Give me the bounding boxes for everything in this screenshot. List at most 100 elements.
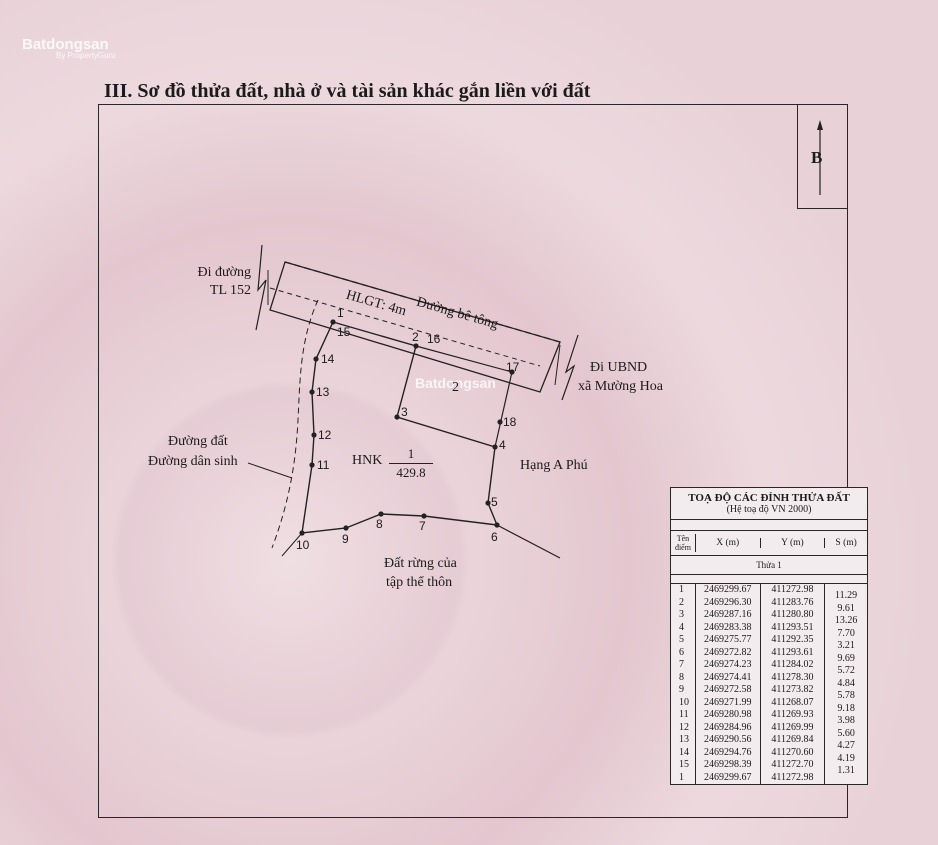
table-cell-x: 2469296.30 [703, 596, 752, 608]
table-cell-distance: 3.21 [837, 640, 855, 651]
table-cell-y: 411268.07 [771, 696, 814, 708]
table-cell-y: 411273.82 [771, 684, 814, 695]
vertex-17 [509, 369, 515, 375]
table-cell-distance: 5.60 [837, 727, 855, 739]
table-cell-x: 2469274.41 [703, 671, 752, 683]
point-label: 2 [412, 330, 419, 344]
point-label: 13 [316, 385, 330, 399]
vertex-1 [330, 319, 336, 325]
table-cell-y: 411284.02 [771, 659, 814, 670]
north-arrow-head-icon [817, 120, 823, 130]
watermark-brand: Batdongsan [22, 36, 109, 53]
table-cell-x: 2469287.16 [703, 609, 752, 620]
vertex-18 [497, 419, 503, 425]
table-cell-y: 411269.84 [771, 734, 814, 745]
table-cell-distance: 3.98 [837, 715, 855, 726]
vertex-12 [311, 432, 317, 438]
coordinates-table: TOẠ ĐỘ CÁC ĐỈNH THỬA ĐẤT (Hệ toạ độ VN 2… [670, 487, 868, 785]
label-parcel-type: HNK [352, 453, 383, 468]
table-cell-x: 2469272.58 [703, 684, 752, 695]
table-cell-x: 2469299.67 [703, 771, 752, 783]
point-label: 1 [337, 306, 344, 320]
table-cell-x: 2469284.96 [703, 721, 752, 733]
label-local-road: Đường dân sinh [148, 454, 238, 469]
vertex-9 [343, 525, 349, 531]
table-cell-id: 6 [679, 646, 684, 658]
table-cell-id: 12 [679, 721, 689, 733]
road-break-left [255, 244, 267, 331]
point-label: 15 [337, 325, 351, 339]
label-inner-number: 2 [452, 380, 459, 395]
vertex-6 [494, 522, 500, 528]
vertex-2 [413, 343, 419, 349]
vertex-10 [299, 530, 305, 536]
vertex-8 [378, 511, 384, 517]
table-cell-distance: 9.18 [837, 702, 855, 714]
label-neighbor: Hạng A Phú [520, 458, 588, 473]
table-cell-id: 1 [679, 584, 684, 595]
table-cell-x: 2469283.38 [703, 621, 752, 633]
diagram-frame [98, 104, 848, 818]
vertex-14 [313, 356, 319, 362]
table-cell-id: 2 [679, 596, 684, 608]
table-cell-id: 1 [679, 771, 684, 783]
table-cell-y: 411280.80 [771, 609, 814, 620]
table-cell-distance: 4.84 [837, 677, 855, 689]
table-cell-distance: 13.26 [834, 615, 858, 626]
table-cell-y: 411269.93 [771, 709, 814, 720]
label-to-tl152-1: Đi đường [197, 265, 252, 280]
label-to-ubnd-1: Đi UBND [590, 360, 648, 375]
table-cell-distance: 4.27 [837, 740, 855, 751]
table-cell-distance: 5.72 [837, 665, 855, 676]
table-cell-x: 2469272.82 [703, 646, 752, 658]
watermark-logo: Batdongsan By PropertyGuru [22, 36, 116, 60]
point-label: 16 [427, 332, 441, 346]
boundary-2-17 [415, 345, 513, 373]
table-cell-y: 411272.98 [771, 584, 814, 595]
header-point: Tên điểm [671, 534, 696, 552]
table-cell-distance: 7.70 [837, 627, 855, 639]
point-label: 11 [317, 458, 330, 472]
label-forest-2: tập thể thôn [386, 575, 453, 590]
boundary-extension-10 [281, 532, 303, 557]
table-parcel-label: Thửa 1 [671, 556, 867, 575]
table-cell-id: 5 [679, 634, 684, 645]
table-subtitle: (Hệ toạ độ VN 2000) [671, 504, 867, 520]
label-to-tl152-2: TL 152 [209, 283, 251, 298]
boundary-17-4 [494, 371, 513, 448]
vertex-13 [309, 389, 315, 395]
parcel-number: 1 [389, 446, 433, 464]
table-cell-id: 7 [679, 659, 684, 670]
table-cell-y: 411283.76 [771, 596, 814, 608]
road-break-right-2 [554, 344, 561, 386]
table-cell-id: 10 [679, 696, 689, 708]
table-cell-x: 2469299.67 [703, 584, 752, 595]
table-cell-y: 411293.51 [771, 621, 814, 633]
table-cell-x: 2469275.77 [703, 634, 752, 645]
table-cell-x: 2469298.39 [703, 759, 752, 770]
road-break-right [561, 334, 579, 401]
table-cell-id: 3 [679, 609, 684, 620]
table-cell-id: 15 [679, 759, 689, 770]
point-label: 18 [503, 415, 517, 429]
north-label: B [811, 148, 823, 167]
header-y: Y (m) [761, 538, 826, 548]
table-cell-x: 2469290.56 [703, 734, 752, 745]
label-forest-1: Đất rừng của [384, 556, 457, 571]
label-to-ubnd-2: xã Mường Hoa [578, 379, 663, 394]
table-cell-y: 411278.30 [771, 671, 814, 683]
table-cell-y: 411270.60 [771, 746, 814, 758]
point-label: 17 [506, 360, 520, 374]
point-label: 6 [491, 530, 498, 544]
label-dirt-road: Đường đất [168, 434, 228, 449]
parcel-fraction: 1 429.8 [389, 446, 433, 481]
point-label: 14 [321, 352, 335, 366]
header-s: S (m) [835, 538, 857, 548]
vertex-markers [299, 319, 515, 536]
section-heading: III. Sơ đồ thửa đất, nhà ở và tài sản kh… [104, 80, 591, 102]
table-cell-x: 2469280.98 [703, 709, 752, 720]
table-cell-y: 411272.98 [771, 771, 814, 783]
dirt-road-dashed [271, 299, 319, 549]
vertex-7 [421, 513, 427, 519]
table-cell-x: 2469271.99 [703, 696, 752, 708]
